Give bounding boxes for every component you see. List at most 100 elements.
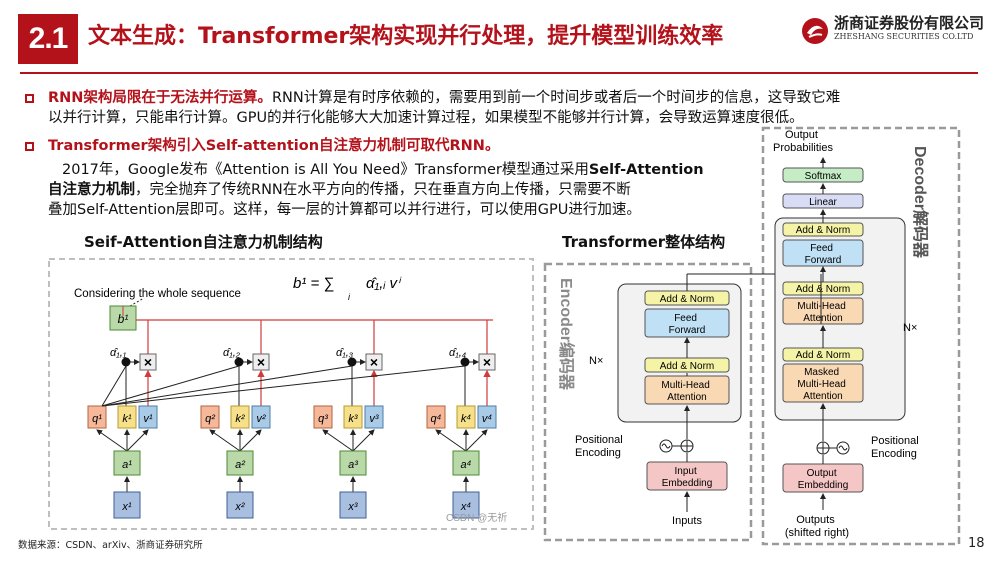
- decoder-frame: [761, 126, 961, 546]
- svg-text:Add & Norm: Add & Norm: [660, 294, 714, 305]
- a-node: [113, 450, 141, 476]
- bullet-2-line-2: 自注意力机制，完全抛弃了传统RNN在水平方向的传播，只在垂直方向上传播，只需要不…: [48, 180, 631, 200]
- x-label: x¹: [121, 501, 132, 513]
- q-to-alpha-line: [101, 365, 127, 407]
- k-label: k¹: [122, 413, 132, 425]
- dec-addnorm-1: Add & Norm: [782, 347, 864, 362]
- a-node: [452, 450, 480, 476]
- section-number: 2.1: [18, 14, 78, 64]
- k-label: k²: [235, 413, 245, 425]
- dec-multihead: Multi-Head Attention: [782, 297, 864, 325]
- self-attention-diagram: b¹ = ∑ i α̂₁,ᵢ vⁱ Considering the whole …: [48, 258, 534, 530]
- multiply-icon: ×: [370, 354, 378, 370]
- left-figure-frame: [48, 258, 534, 530]
- source-note: 数据来源：CSDN、arXiv、浙商证券研究所: [18, 540, 203, 551]
- company-name-cn: 浙商证券股份有限公司: [834, 14, 985, 32]
- bullet-1-text-1: RNN计算是有时序依赖的，需要用到前一个时间步或者后一个时间步的信息，这导致它难: [271, 90, 841, 106]
- k-node: [230, 405, 250, 429]
- svg-text:Output Probabilities: Output Probabilities: [773, 129, 833, 154]
- svg-text:Outputs (shifted right): Outputs (shifted right): [785, 514, 849, 539]
- v-node: [364, 405, 384, 429]
- svg-text:Positional Encoding: Positional Encoding: [871, 435, 922, 460]
- v-node: [251, 405, 271, 429]
- left-figure-caption: Seif-Attention自注意力机制结构: [84, 233, 323, 251]
- alpha-dot: [347, 357, 357, 367]
- page-number: 18: [968, 536, 985, 551]
- x-node: [113, 491, 141, 519]
- q-node: [200, 405, 220, 429]
- a-to-q-arrow: [96, 429, 128, 452]
- x-label: x⁴: [460, 501, 472, 513]
- svg-text:Feed Forward: Feed Forward: [805, 243, 842, 266]
- input-embedding: Input Embedding: [646, 461, 728, 491]
- encoder-label: Encoder编码器: [557, 278, 576, 391]
- bullet-1-heading: RNN架构局限在于无法并行运算。: [48, 90, 272, 106]
- v-node: [138, 405, 158, 429]
- encoder-nx: N×: [589, 355, 603, 367]
- linear-block: Linear: [782, 193, 864, 209]
- q-label: q²: [205, 413, 215, 425]
- dec-feedforward: Feed Forward: [782, 239, 864, 267]
- alpha-label: α̂₁,₄: [449, 347, 466, 359]
- q-to-alpha-line: [101, 365, 466, 407]
- dec-addnorm-3: Add & Norm: [782, 222, 864, 237]
- page-title: 文本生成：Transformer架构实现并行处理，提升模型训练效率: [88, 24, 724, 49]
- a-to-q-arrow: [322, 429, 354, 452]
- v-label: v³: [369, 413, 379, 425]
- formula-rhs: α̂₁,ᵢ vⁱ: [366, 275, 402, 292]
- a-to-v-arrow: [352, 429, 375, 452]
- dec-addnorm-2: Add & Norm: [782, 281, 864, 296]
- q-node: [87, 405, 107, 429]
- svg-text:Softmax: Softmax: [805, 171, 842, 182]
- svg-text:Multi-Head Attention: Multi-Head Attention: [797, 301, 848, 324]
- watermark: CSDN @无祈: [446, 512, 507, 524]
- k-label: k³: [348, 413, 358, 425]
- enc-multihead: Multi-Head Attention: [644, 375, 730, 405]
- v-label: v²: [256, 413, 266, 425]
- bullet-1-line-2: 以并行计算，只能串行计算。GPU的并行化能够大大加速计算过程，如果模型不能够并行…: [48, 110, 804, 126]
- svg-text:Feed Forward: Feed Forward: [669, 313, 706, 336]
- transformer-diagram: Encoder编码器 Decoder解码器 Add & Norm Feed Fo…: [543, 126, 961, 546]
- company-logo-icon: [802, 18, 828, 44]
- svg-text:Output Embedding: Output Embedding: [798, 468, 849, 491]
- svg-text:Linear: Linear: [809, 197, 837, 208]
- k-label: k⁴: [461, 413, 472, 425]
- a-label: a³: [348, 459, 358, 471]
- formula-lhs: b¹ = ∑: [293, 275, 334, 292]
- enc-feedforward: Feed Forward: [644, 308, 730, 338]
- alpha-label: α̂₁,₃: [336, 347, 354, 359]
- alpha-dot: [121, 357, 131, 367]
- bullet-2-text-1b: Self-Attention: [588, 162, 704, 178]
- alpha-label: α̂₁,₂: [223, 347, 241, 359]
- v-node: [477, 405, 497, 429]
- x-node: [226, 491, 254, 519]
- header-divider: [20, 72, 978, 74]
- a-to-v-arrow: [239, 429, 262, 452]
- bullet-2-heading: Transformer架构引入Self-attention自注意力机制可取代RN…: [48, 138, 500, 154]
- formula-sub: i: [348, 292, 351, 302]
- output-embedding: Output Embedding: [782, 463, 864, 493]
- bullet-square-icon: [25, 142, 34, 151]
- b-output-label: b¹: [118, 312, 129, 326]
- a-node: [226, 450, 254, 476]
- decoder-label: Decoder解码器: [911, 146, 930, 259]
- svg-text:Add & Norm: Add & Norm: [796, 284, 850, 295]
- decoder-nx: N×: [903, 322, 917, 334]
- softmax-block: Softmax: [782, 167, 864, 183]
- inputs-label: Inputs: [672, 515, 702, 527]
- bullet-2-text-2b: ，完全抛弃了传统RNN在水平方向的传播，只在垂直方向上传播，只需要不断: [135, 182, 631, 198]
- a-label: a⁴: [461, 459, 472, 471]
- svg-text:Positional Encoding: Positional Encoding: [575, 434, 626, 459]
- a-label: a¹: [122, 459, 132, 471]
- svg-text:Masked Multi-Head: Masked Multi-Head Attention: [797, 367, 848, 402]
- a-to-q-arrow: [209, 429, 241, 452]
- bullet-square-icon: [25, 94, 34, 103]
- q-label: q³: [318, 413, 328, 425]
- bullet-1-line-1: RNN架构局限在于无法并行运算。RNN计算是有时序依赖的，需要用到前一个时间步或…: [48, 88, 840, 108]
- multiply-icon: ×: [144, 354, 152, 370]
- bullet-2-line-1: 2017年，Google发布《Attention is All You Need…: [62, 160, 704, 180]
- a-to-v-arrow: [465, 429, 488, 452]
- considering-note: Considering the whole sequence: [74, 288, 241, 300]
- svg-text:Add & Norm: Add & Norm: [796, 350, 850, 361]
- alpha-dot: [460, 357, 470, 367]
